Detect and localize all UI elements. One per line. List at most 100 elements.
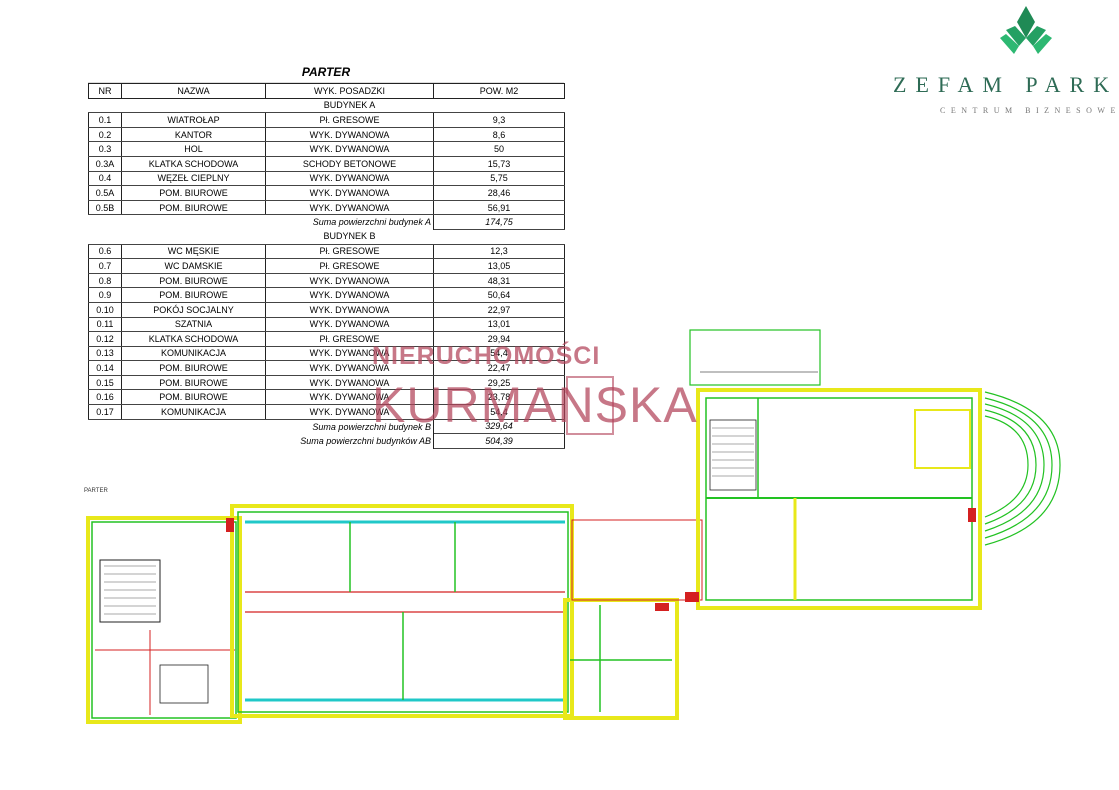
cell-floor: Pł. GRESOWE bbox=[265, 243, 434, 260]
cell-nr: 0.3 bbox=[88, 141, 122, 157]
cell-floor: Pł. GRESOWE bbox=[265, 258, 434, 274]
cell-floor: Pł. GRESOWE bbox=[265, 112, 434, 128]
sum-b-value: 329,64 bbox=[433, 419, 565, 435]
section-header: BUDYNEK B bbox=[88, 229, 565, 245]
cell-area: 48,31 bbox=[433, 272, 565, 289]
stairs-b bbox=[712, 427, 754, 477]
cell-area: 50 bbox=[433, 141, 565, 157]
desk-group bbox=[159, 664, 209, 704]
header-area: POW. M2 bbox=[433, 83, 565, 99]
cell-floor: WYK. DYWANOWA bbox=[265, 170, 434, 187]
header-name: NAZWA bbox=[121, 83, 266, 99]
cell-name: HOL bbox=[121, 141, 266, 157]
terrace-stairs bbox=[984, 391, 1061, 546]
cell-area: 28,46 bbox=[433, 185, 565, 201]
building-b-wall bbox=[696, 388, 982, 610]
section-b-label: BUDYNEK B bbox=[265, 229, 434, 245]
cell-name: KLATKA SCHODOWA bbox=[121, 155, 266, 172]
floor-plan: PARTER bbox=[84, 329, 1061, 724]
sum-a-value: 174,75 bbox=[433, 214, 565, 230]
staircase-b bbox=[709, 419, 757, 491]
cell-nr: 0.2 bbox=[88, 126, 122, 143]
toilet-wall bbox=[563, 598, 679, 720]
toilet-block bbox=[563, 519, 703, 720]
cell-name: WC DAMSKIE bbox=[121, 258, 266, 274]
fire-extinguisher-3 bbox=[968, 508, 976, 522]
building-a-inner bbox=[91, 521, 237, 719]
fire-extinguisher-1 bbox=[226, 518, 234, 532]
cell-nr: 0.8 bbox=[88, 272, 122, 289]
cell-name: WĘZEŁ CIEPLNY bbox=[121, 170, 266, 187]
cell-nr: 0.7 bbox=[88, 258, 122, 274]
cell-floor: WYK. DYWANOWA bbox=[265, 272, 434, 289]
b-closet bbox=[914, 409, 971, 469]
corridor-inner bbox=[237, 511, 569, 713]
cell-nr: 0.1 bbox=[88, 112, 122, 128]
cell-nr: 0.5B bbox=[88, 199, 122, 216]
section-spacer bbox=[121, 229, 266, 245]
header-nr: NR bbox=[88, 83, 122, 99]
sum-b-label: Suma powierzchni budynek B bbox=[88, 419, 434, 434]
cell-floor: WYK. DYWANOWA bbox=[265, 141, 434, 157]
corridor-wall bbox=[230, 504, 574, 718]
section-a-label: BUDYNEK A bbox=[265, 98, 434, 114]
staircase-b-room bbox=[571, 519, 703, 601]
building-a bbox=[86, 516, 242, 724]
cell-name: WIATROŁAP bbox=[121, 112, 266, 128]
header-floor: WYK. POSADZKI bbox=[265, 83, 434, 99]
section-spacer bbox=[121, 98, 266, 114]
cell-nr: 0.5A bbox=[88, 185, 122, 201]
zefam-park-logo: ZEFAM PARK CENTRUM BIZNESOWE bbox=[893, 0, 1119, 130]
stairs-a bbox=[104, 565, 156, 615]
cell-nr: 0.9 bbox=[88, 287, 122, 303]
cell-area: 22,97 bbox=[433, 301, 565, 318]
cell-name: WC MĘSKIE bbox=[121, 243, 266, 260]
cell-name: POKÓJ SOCJALNY bbox=[121, 301, 266, 318]
cell-nr: 0.4 bbox=[88, 170, 122, 187]
cell-nr: 0.6 bbox=[88, 243, 122, 260]
cell-floor: WYK. DYWANOWA bbox=[265, 301, 434, 318]
fire-extinguisher-4 bbox=[685, 592, 699, 602]
section-spacer bbox=[433, 229, 565, 245]
logo-brand: ZEFAM PARK bbox=[893, 72, 1119, 97]
section-spacer bbox=[433, 98, 565, 114]
cell-floor: WYK. DYWANOWA bbox=[265, 199, 434, 216]
sum-ab-label: Suma powierzchni budynków AB bbox=[265, 433, 434, 449]
building-a-wall bbox=[86, 516, 242, 724]
table-title: PARTER bbox=[88, 62, 564, 83]
sum-ab-value: 504,39 bbox=[433, 433, 565, 449]
cell-nr: 0.3A bbox=[88, 155, 122, 172]
cell-area: 8,6 bbox=[433, 126, 565, 143]
cell-floor: WYK. DYWANOWA bbox=[265, 126, 434, 143]
plan-label: PARTER bbox=[84, 488, 108, 494]
staircase-a bbox=[99, 559, 161, 623]
cell-area: 12,3 bbox=[433, 243, 565, 260]
cell-name: POM. BIUROWE bbox=[121, 287, 266, 303]
cell-nr: 0.10 bbox=[88, 301, 122, 318]
cell-floor: WYK. DYWANOWA bbox=[265, 185, 434, 201]
section-spacer bbox=[88, 98, 122, 114]
cell-floor: SCHODY BETONOWE bbox=[265, 155, 434, 172]
book-leaf-icon bbox=[1000, 6, 1052, 54]
cell-floor: WYK. DYWANOWA bbox=[265, 287, 434, 303]
cell-area: 56,91 bbox=[433, 199, 565, 216]
cell-area: 15,73 bbox=[433, 155, 565, 172]
ramp bbox=[689, 329, 821, 386]
